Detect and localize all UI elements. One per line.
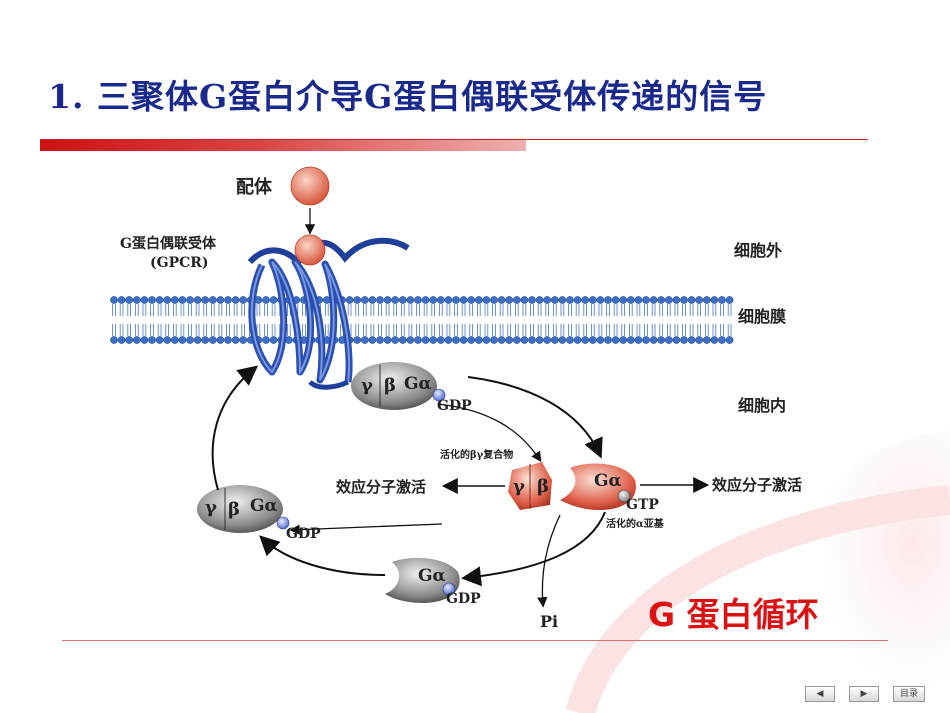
pi-label: Pi: [540, 612, 558, 631]
gpcr-receptor: [247, 234, 410, 390]
beta-left: β: [228, 499, 240, 520]
inside-label: 细胞内: [738, 396, 786, 415]
title-bar: [40, 140, 526, 151]
gamma-left: γ: [205, 497, 217, 518]
inactive-trimer-top: [351, 362, 446, 410]
activated-alpha-label: 活化的α亚基: [606, 517, 665, 530]
inactive-trimer-left: [197, 485, 290, 533]
gamma-active: γ: [513, 476, 525, 497]
membrane-label: 细胞膜: [738, 307, 786, 326]
title-rule: [40, 139, 868, 140]
alpha-gdp-bottom: [385, 557, 460, 603]
ligand-ball: [290, 166, 330, 206]
effector-right: 效应分子激活: [712, 476, 802, 494]
gdp-bottom: GDP: [446, 591, 481, 607]
cycle-arrows: [211, 365, 606, 608]
contents-button[interactable]: 目录: [893, 686, 925, 702]
receptor-abbr: (GPCR): [150, 255, 209, 271]
galpha-top: Gα: [404, 374, 432, 394]
gtp-label: GTP: [626, 497, 659, 513]
galpha-active: Gα: [594, 471, 622, 491]
prev-slide-button[interactable]: ◀: [805, 686, 835, 702]
next-slide-button[interactable]: ▶: [849, 686, 879, 702]
receptor-name: G蛋白偶联受体: [120, 235, 217, 252]
ligand-label: 配体: [236, 176, 273, 198]
outside-label: 细胞外: [734, 241, 782, 260]
cell-membrane: [110, 296, 734, 344]
beta-active: β: [537, 476, 549, 497]
g-protein-cycle-label: G 蛋白循环: [648, 595, 819, 634]
decorative-arc: [565, 430, 950, 713]
activated-bg-label: 活化的βγ复合物: [440, 448, 513, 461]
activated-alpha: [560, 463, 636, 510]
slide-title: 1. 三聚体G蛋白介导G蛋白偶联受体传递的信号: [48, 77, 768, 116]
gamma-top: γ: [361, 375, 373, 396]
beta-top: β: [384, 375, 396, 396]
activated-beta-gamma: [508, 462, 552, 510]
bottom-rule: [62, 640, 888, 641]
galpha-bottom: Gα: [418, 566, 446, 586]
effector-left: 效应分子激活: [336, 478, 426, 496]
galpha-left: Gα: [250, 496, 278, 516]
